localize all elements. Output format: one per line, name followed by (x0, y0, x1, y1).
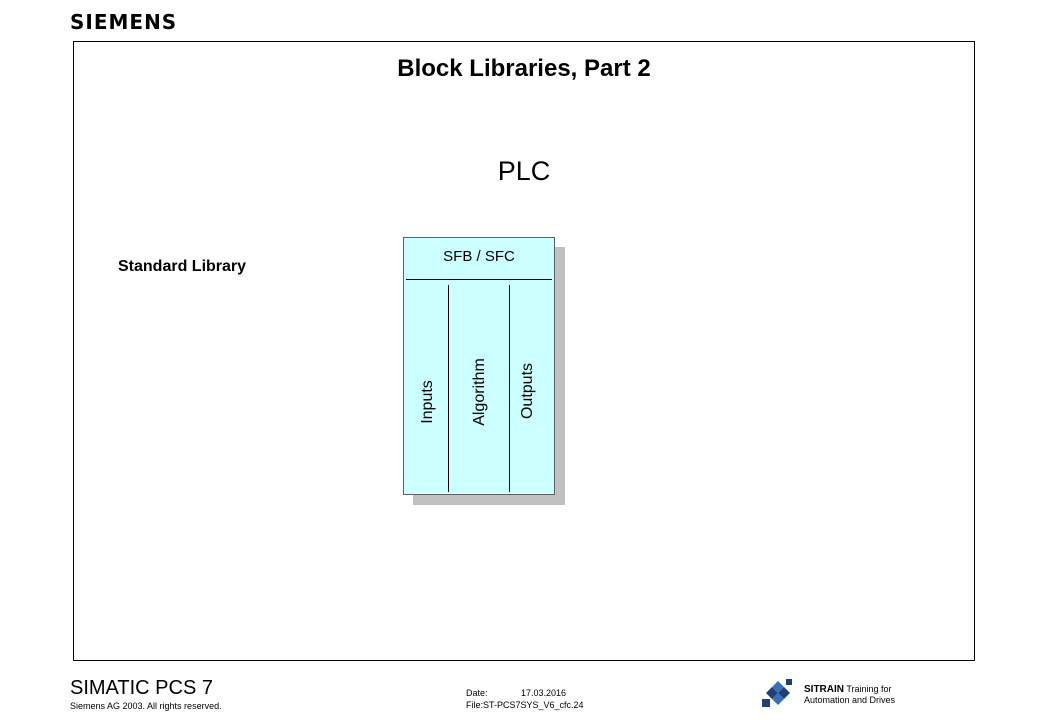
date-value: 17.03.2016 (521, 688, 567, 698)
slide-frame: Block Libraries, Part 2 PLC Standard Lib… (73, 41, 975, 661)
siemens-logo: SIEMENS (70, 10, 178, 34)
block-column-divider (509, 285, 510, 492)
block-header-divider (406, 279, 552, 280)
block-column-outputs: Outputs (519, 362, 536, 420)
standard-library-label: Standard Library (118, 258, 247, 275)
sitrain-brand: SITRAIN (804, 684, 844, 695)
sitrain-logo-icon (762, 679, 792, 707)
date-label: Date: (466, 688, 488, 698)
sitrain-branding: SITRAIN Training for Automation and Driv… (804, 684, 895, 706)
sitrain-tagline-1: Training for (846, 684, 892, 694)
sfb-sfc-block: SFB / SFC Inputs Algorithm Outputs (403, 237, 555, 495)
block-header: SFB / SFC (443, 248, 515, 265)
footer-date: Date: 17.03.2016 (466, 688, 566, 698)
block-column-divider (448, 285, 449, 492)
footer-file: File:ST-PCS7SYS_V6_cfc.24 (466, 700, 584, 710)
slide-title: Block Libraries, Part 2 (397, 55, 651, 82)
block-column-inputs: Inputs (419, 380, 436, 424)
plc-label: PLC (497, 156, 551, 186)
product-name: SIMATIC PCS 7 (70, 677, 213, 699)
copyright-notice: Siemens AG 2003. All rights reserved. (70, 701, 222, 711)
sitrain-tagline-2: Automation and Drives (804, 695, 896, 705)
block-column-algorithm: Algorithm (471, 358, 488, 426)
